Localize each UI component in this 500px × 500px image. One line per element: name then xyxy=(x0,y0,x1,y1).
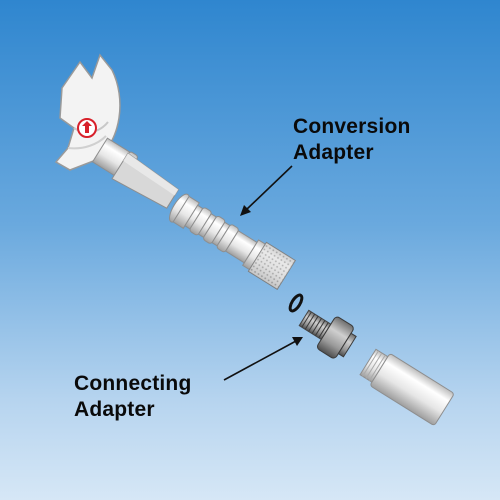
conversion-label-line1: Conversion xyxy=(293,115,411,138)
conversion-adapter-label: Conversion Adapter xyxy=(293,114,411,166)
conversion-label-line2: Adapter xyxy=(293,141,374,164)
logo-seal xyxy=(77,118,97,138)
ground-glass-joint xyxy=(111,152,180,209)
o-ring xyxy=(288,293,304,313)
connecting-label-line2: Adapter xyxy=(74,398,155,421)
connecting-callout-arrow xyxy=(223,337,303,381)
connecting-label-line1: Connecting xyxy=(74,372,192,395)
conversion-callout-arrow xyxy=(240,165,293,216)
glass-vial xyxy=(359,348,454,426)
connecting-adapter-label: Connecting Adapter xyxy=(74,371,192,423)
connecting-adapter-part xyxy=(298,309,357,359)
conversion-adapter-part xyxy=(169,193,296,290)
